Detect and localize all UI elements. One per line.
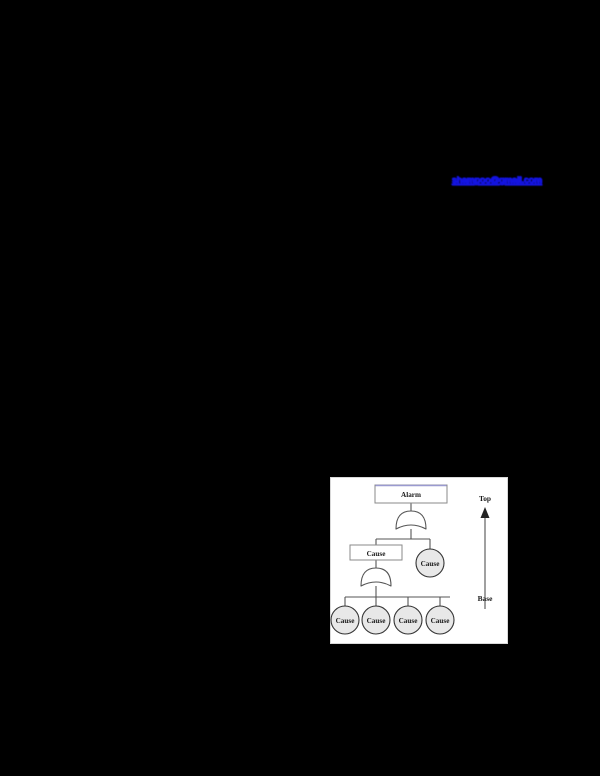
axis-label-base: Base bbox=[478, 594, 494, 603]
axis-arrow-up-icon bbox=[480, 507, 490, 518]
basic-event-1-label: Cause bbox=[336, 617, 355, 625]
fault-tree-figure: Alarm Cause Cause Cau bbox=[330, 477, 508, 644]
basic-event-4-shape bbox=[425, 605, 455, 635]
basic-event-2[interactable]: Cause bbox=[361, 605, 391, 635]
fault-tree-diagram: Alarm Cause Cause Cau bbox=[330, 477, 508, 644]
alarm-label: Alarm bbox=[401, 491, 421, 499]
basic-event-2-label: Cause bbox=[367, 617, 386, 625]
tier-axis: Top Base bbox=[478, 494, 494, 609]
basic-event-1[interactable]: Cause bbox=[330, 605, 360, 635]
node-alarm[interactable]: Alarm bbox=[374, 484, 448, 504]
node-cause-circle-right[interactable]: Cause bbox=[415, 548, 445, 578]
email-link-row: shampoo@gmail.com bbox=[452, 173, 544, 187]
cause-rect-box bbox=[349, 544, 403, 561]
basic-event-3[interactable]: Cause bbox=[393, 605, 423, 635]
cause-circle-right-label: Cause bbox=[421, 560, 440, 568]
or-gate-lower-shape bbox=[360, 567, 392, 587]
email-hyperlink[interactable]: shampoo@gmail.com bbox=[452, 175, 542, 185]
basic-event-3-shape bbox=[393, 605, 423, 635]
basic-event-4-label: Cause bbox=[431, 617, 450, 625]
cause-circle-right-shape bbox=[415, 548, 445, 578]
basic-event-2-shape bbox=[361, 605, 391, 635]
basic-event-4[interactable]: Cause bbox=[425, 605, 455, 635]
figure-border bbox=[330, 477, 508, 644]
node-cause-rect[interactable]: Cause bbox=[349, 544, 403, 561]
or-gate-lower[interactable] bbox=[360, 567, 392, 587]
basic-event-1-shape bbox=[330, 605, 360, 635]
axis-label-top: Top bbox=[479, 494, 491, 503]
basic-event-3-label: Cause bbox=[399, 617, 418, 625]
or-gate-top-shape bbox=[395, 510, 427, 530]
cause-rect-label: Cause bbox=[367, 550, 386, 558]
or-gate-top[interactable] bbox=[395, 510, 427, 530]
